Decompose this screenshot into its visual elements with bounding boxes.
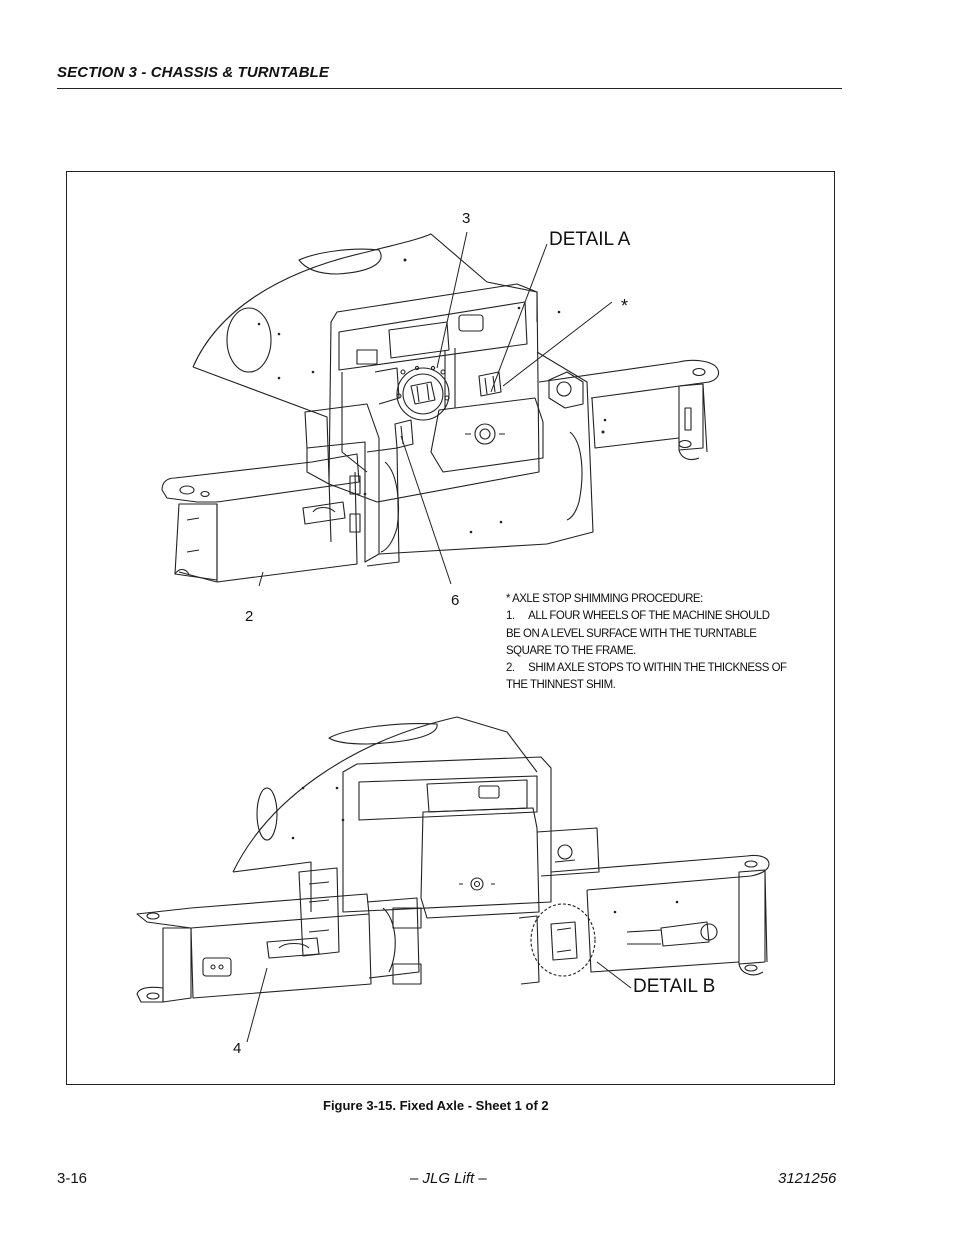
callout-detail-b: DETAIL B xyxy=(633,976,716,997)
document-number: 3121256 xyxy=(778,1170,837,1187)
notes-step1-line1: 1. ALL FOUR WHEELS OF THE MACHINE SHOULD xyxy=(506,608,770,623)
figure-caption: Figure 3-15. Fixed Axle - Sheet 1 of 2 xyxy=(323,1098,549,1113)
figure-frame: 3 DETAIL A * 2 6 4 DETAIL B * AXLE STOP … xyxy=(66,171,835,1085)
notes-title: * AXLE STOP SHIMMING PROCEDURE: xyxy=(506,591,703,605)
notes-step1-line2: BE ON A LEVEL SURFACE WITH THE TURNTABLE xyxy=(506,625,757,640)
callout-6: 6 xyxy=(451,592,460,609)
notes-step1-line3: SQUARE TO THE FRAME. xyxy=(506,642,636,657)
footer-brand: – JLG Lift – xyxy=(410,1170,487,1187)
callout-asterisk: * xyxy=(621,296,629,316)
callout-4: 4 xyxy=(233,1040,242,1057)
callout-2: 2 xyxy=(245,608,254,625)
notes-step2-line1: 2. SHIM AXLE STOPS TO WITHIN THE THICKNE… xyxy=(506,660,787,675)
page-number: 3-16 xyxy=(57,1170,88,1187)
callout-3: 3 xyxy=(462,210,471,227)
section-title: SECTION 3 - CHASSIS & TURNTABLE xyxy=(57,64,330,81)
fixed-axle-drawing xyxy=(136,231,770,1043)
callout-detail-a: DETAIL A xyxy=(549,229,631,250)
notes-step2-line2: THE THINNEST SHIM. xyxy=(506,677,616,692)
axle-stop-shimming-notes: * AXLE STOP SHIMMING PROCEDURE: 1. ALL F… xyxy=(506,590,787,694)
header-rule xyxy=(57,88,842,89)
